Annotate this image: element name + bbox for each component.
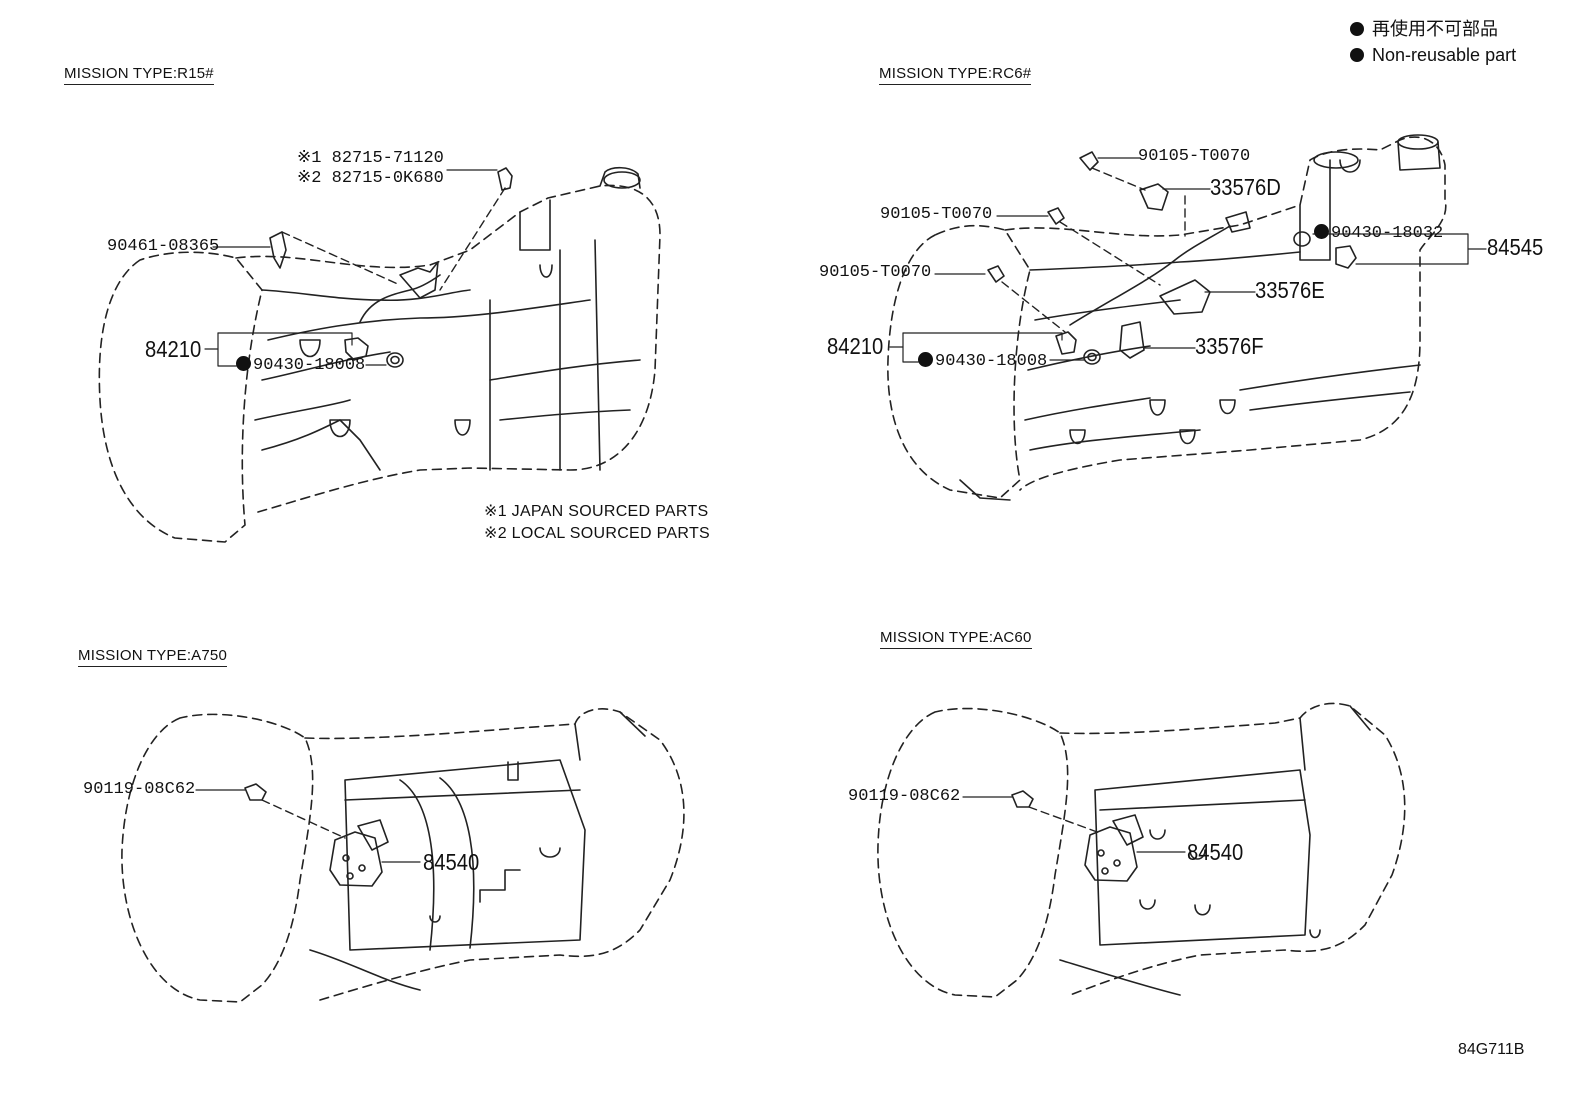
rc6-panel-title: MISSION TYPE:RC6# bbox=[879, 66, 1032, 85]
rc6-bolt-lower-label[interactable]: 90105-T0070 bbox=[819, 263, 932, 282]
rc6-gasket-label[interactable]: 90430-18008 bbox=[918, 352, 1047, 370]
ac60-transmission-drawing bbox=[878, 703, 1405, 997]
non-reusable-dot-icon bbox=[918, 352, 933, 367]
rc6-gasket-upper-label[interactable]: 90430-18032 bbox=[1314, 224, 1443, 242]
non-reusable-dot-icon bbox=[1350, 22, 1364, 36]
r15-clip-japan-label[interactable]: ※1 82715-71120 bbox=[297, 149, 444, 168]
local-sourced-note: ※2 LOCAL SOURCED PARTS bbox=[484, 525, 710, 542]
a750-switch-label[interactable]: 84540 bbox=[423, 849, 480, 875]
r15-clamp-label[interactable]: 90461-08365 bbox=[107, 237, 220, 256]
a750-transmission-drawing bbox=[122, 709, 684, 1002]
ac60-panel-title: MISSION TYPE:AC60 bbox=[880, 630, 1032, 649]
rc6-bolt-middle-label[interactable]: 90105-T0070 bbox=[880, 205, 993, 224]
rc6-switch-label[interactable]: 84545 bbox=[1487, 234, 1544, 260]
rc6-bracket-d-label[interactable]: 33576D bbox=[1210, 174, 1281, 200]
non-reusable-dot-icon bbox=[236, 356, 251, 371]
rc6-bolt-top-label[interactable]: 90105-T0070 bbox=[1138, 147, 1251, 166]
ac60-switch-label[interactable]: 84540 bbox=[1187, 839, 1244, 865]
non-reusable-dot-icon bbox=[1350, 48, 1364, 62]
ac60-bolt-label[interactable]: 90119-08C62 bbox=[848, 787, 961, 806]
figure-code: 84G711B bbox=[1458, 1041, 1525, 1058]
non-reusable-dot-icon bbox=[1314, 224, 1329, 239]
japan-sourced-note: ※1 JAPAN SOURCED PARTS bbox=[484, 503, 709, 520]
rc6-bracket-f-label[interactable]: 33576F bbox=[1195, 333, 1264, 359]
rc6-speed-sensor-label[interactable]: 84210 bbox=[827, 333, 884, 359]
rc6-bracket-e-label[interactable]: 33576E bbox=[1255, 277, 1325, 303]
r15-clip-local-label[interactable]: ※2 82715-0K680 bbox=[297, 169, 444, 188]
rc6-transmission-drawing bbox=[888, 135, 1446, 500]
a750-bolt-label[interactable]: 90119-08C62 bbox=[83, 780, 196, 799]
r15-transmission-drawing bbox=[99, 168, 660, 542]
a750-panel-title: MISSION TYPE:A750 bbox=[78, 648, 228, 667]
r15-panel-title: MISSION TYPE:R15# bbox=[64, 66, 214, 85]
legend-item-en: Non-reusable part bbox=[1350, 46, 1516, 64]
r15-gasket-label[interactable]: 90430-18008 bbox=[236, 356, 365, 374]
legend-item-jp: 再使用不可部品 bbox=[1350, 20, 1498, 38]
r15-speed-sensor-label[interactable]: 84210 bbox=[145, 336, 202, 362]
